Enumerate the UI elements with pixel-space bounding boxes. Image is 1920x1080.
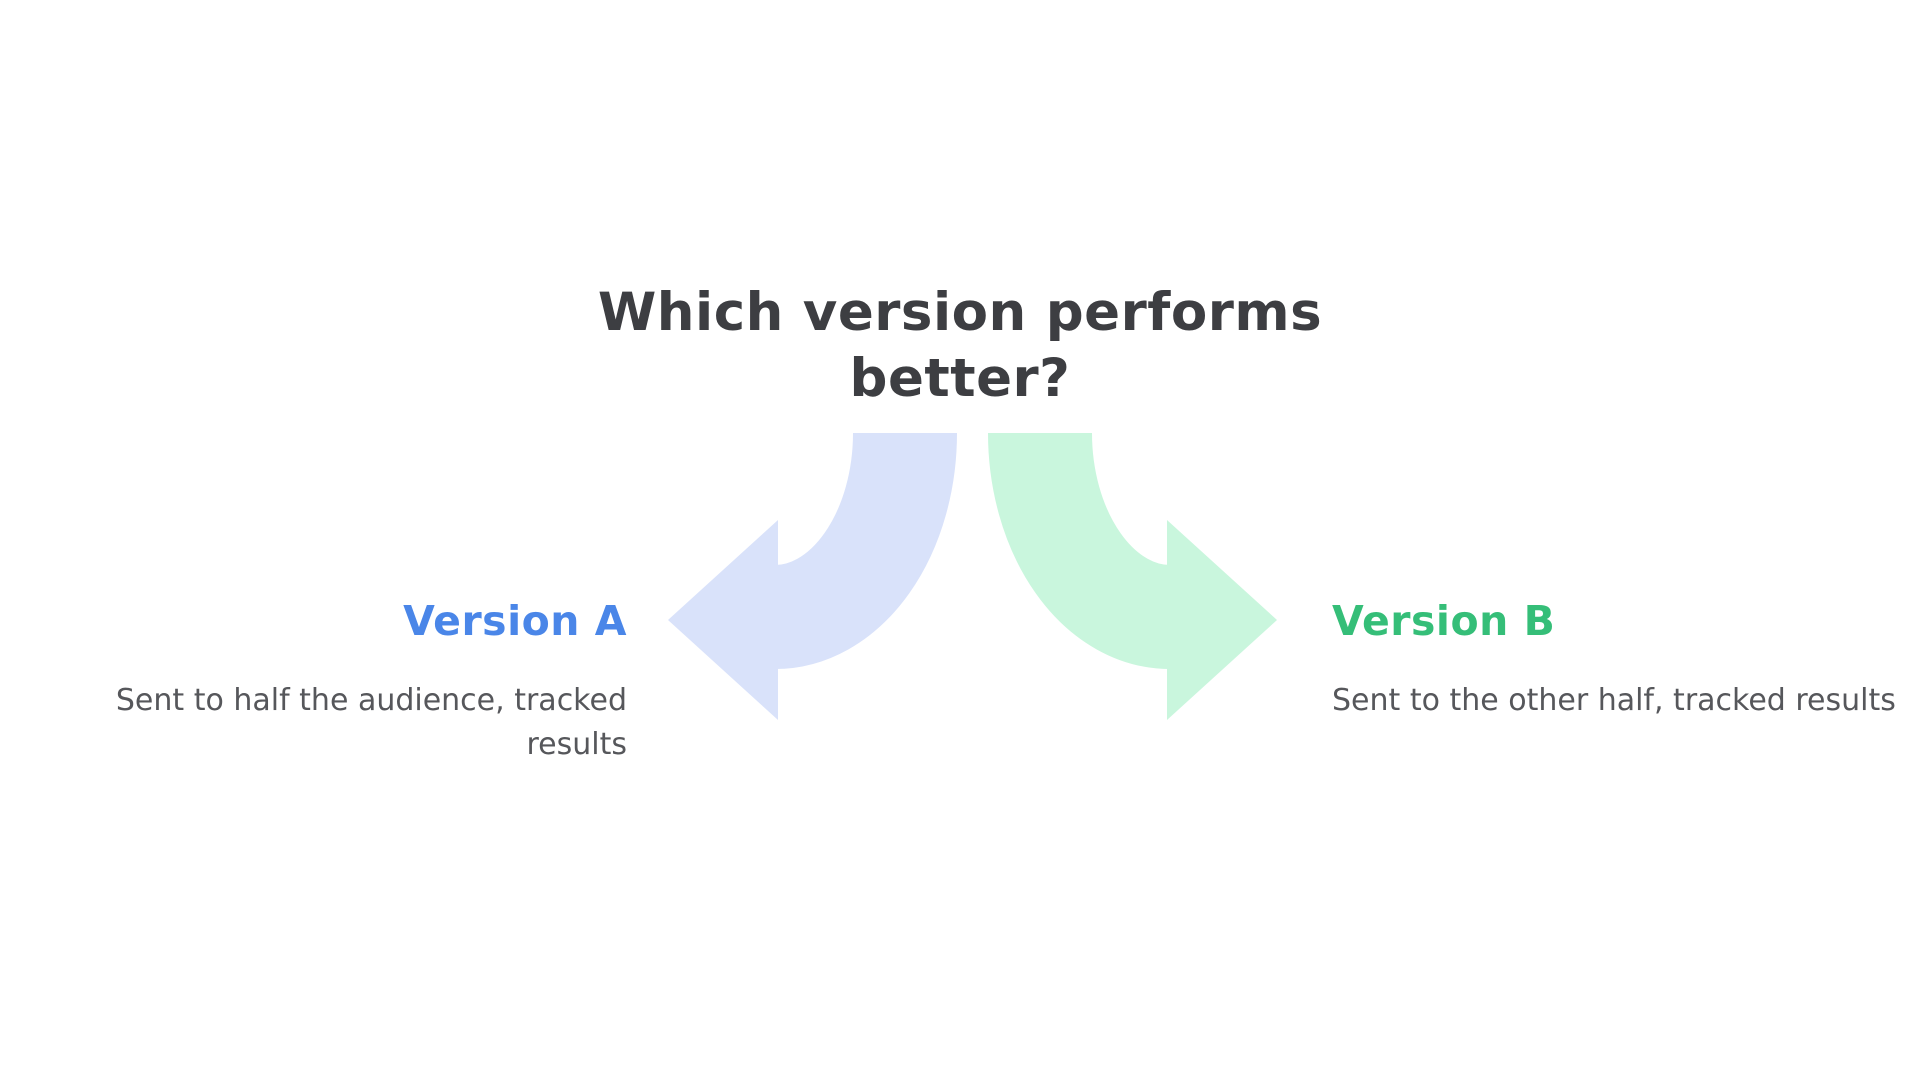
curved-arrow-left-head bbox=[668, 520, 778, 720]
curved-arrow-left-tail bbox=[772, 432, 957, 669]
version-a-description: Sent to half the audience, tracked resul… bbox=[115, 683, 627, 762]
version-a-label: Version A bbox=[403, 597, 627, 645]
curved-arrow-right-icon bbox=[988, 432, 1277, 720]
branch-version-b: Version B Sent to the other half, tracke… bbox=[1332, 598, 1912, 723]
branch-version-a: Version A Sent to half the audience, tra… bbox=[27, 598, 627, 767]
page-title: Which version performs better? bbox=[0, 280, 1920, 412]
curved-arrow-right-tail bbox=[988, 432, 1173, 669]
curved-arrow-left-icon bbox=[668, 432, 957, 720]
version-b-label: Version B bbox=[1332, 597, 1556, 645]
version-b-description: Sent to the other half, tracked results bbox=[1332, 683, 1896, 718]
curved-arrow-right-head bbox=[1167, 520, 1277, 720]
page-title-line-1: Which version performs bbox=[597, 282, 1323, 343]
page-title-line-2: better? bbox=[849, 348, 1071, 409]
